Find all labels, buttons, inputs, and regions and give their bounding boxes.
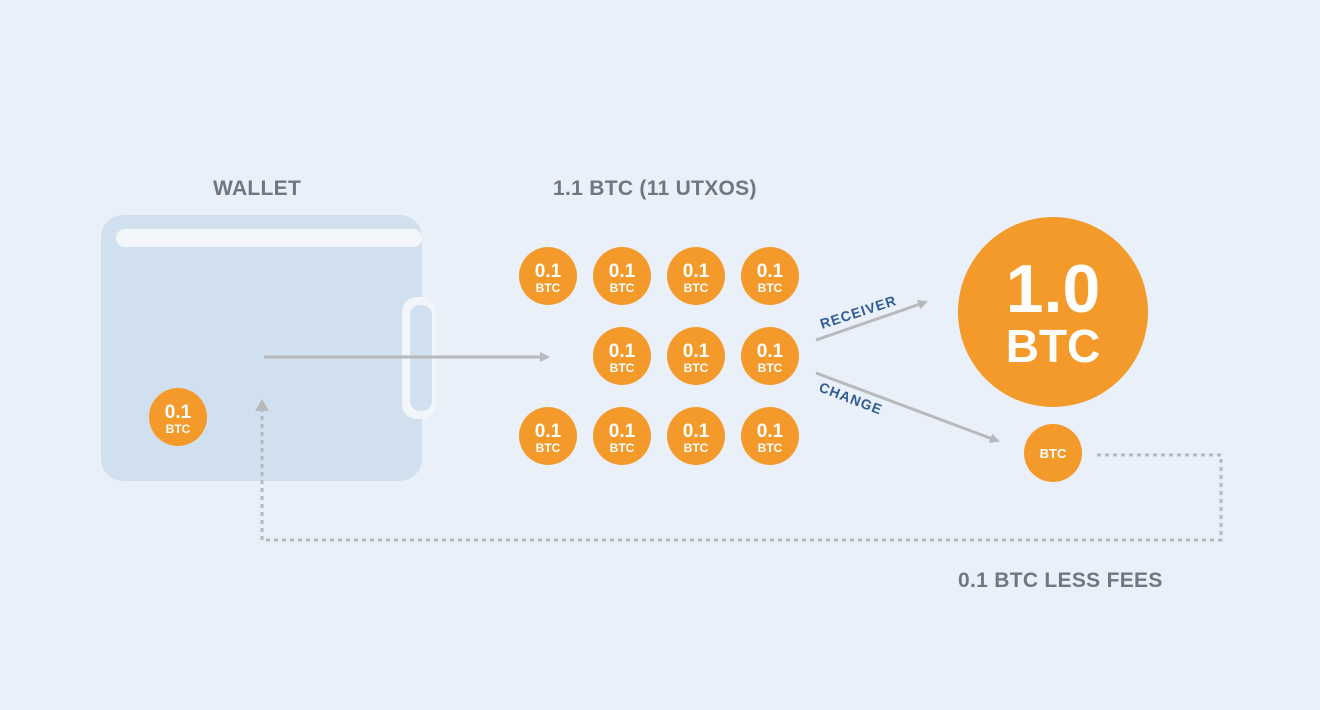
utxo-coin-circle	[593, 247, 651, 305]
change-coin: BTC	[1024, 424, 1082, 482]
utxo-coin-unit: BTC	[758, 361, 783, 375]
change-return-arrowhead	[255, 399, 269, 411]
utxo-coin-amount: 0.1	[609, 341, 636, 362]
utxo-coin-unit: BTC	[536, 441, 561, 455]
utxos-label: 1.1 BTC (11 UTXOS)	[553, 177, 757, 200]
utxo-coin-amount: 0.1	[757, 341, 784, 362]
utxo-coin-unit: BTC	[684, 281, 709, 295]
utxo-coin-unit: BTC	[610, 361, 635, 375]
wallet-icon	[101, 215, 436, 481]
receiver-arrow	[815, 299, 928, 342]
utxo-coin-unit: BTC	[536, 281, 561, 295]
change-arrow	[815, 371, 1000, 443]
utxo-coin-circle	[593, 327, 651, 385]
receiver-coin: 1.0 BTC	[958, 217, 1148, 407]
utxo-coin-unit: BTC	[684, 361, 709, 375]
utxo-coin-unit: BTC	[758, 281, 783, 295]
coin-unit: BTC	[166, 422, 191, 436]
utxo-grid: 0.1BTC0.1BTC0.1BTC0.1BTC0.1BTC0.1BTC0.1B…	[519, 247, 799, 465]
receiver-coin-unit: BTC	[1006, 320, 1101, 372]
change-coin-unit: BTC	[1040, 446, 1067, 461]
utxo-coin-amount: 0.1	[683, 341, 710, 362]
utxo-coin-amount: 0.1	[683, 261, 710, 282]
utxo-coin-circle	[519, 247, 577, 305]
utxo-coin-unit: BTC	[610, 441, 635, 455]
utxo-coin-circle	[741, 327, 799, 385]
change-return-arrow	[260, 408, 1223, 542]
utxo-coin-amount: 0.1	[535, 261, 562, 282]
utxo-coin-circle	[667, 327, 725, 385]
receiver-coin-amount: 1.0	[1006, 251, 1101, 327]
utxo-coin-amount: 0.1	[609, 261, 636, 282]
utxo-coin-unit: BTC	[610, 281, 635, 295]
utxo-coin-circle	[741, 247, 799, 305]
coin-amount: 0.1	[165, 402, 192, 423]
utxo-coin-circle	[667, 407, 725, 465]
utxo-coin-circle	[593, 407, 651, 465]
utxo-coin-circle	[519, 407, 577, 465]
wallet-coin: 0.1 BTC	[149, 388, 207, 446]
utxo-coin-amount: 0.1	[609, 421, 636, 442]
utxo-coin-circle	[741, 407, 799, 465]
utxo-coin-unit: BTC	[684, 441, 709, 455]
wallet-label: WALLET	[213, 177, 302, 200]
utxo-coin-unit: BTC	[758, 441, 783, 455]
utxo-coin-amount: 0.1	[535, 421, 562, 442]
utxo-coin-amount: 0.1	[757, 261, 784, 282]
utxo-coin-circle	[667, 247, 725, 305]
change-note-label: 0.1 BTC LESS FEES	[958, 569, 1163, 592]
utxo-coin-amount: 0.1	[683, 421, 710, 442]
utxo-coin-amount: 0.1	[757, 421, 784, 442]
